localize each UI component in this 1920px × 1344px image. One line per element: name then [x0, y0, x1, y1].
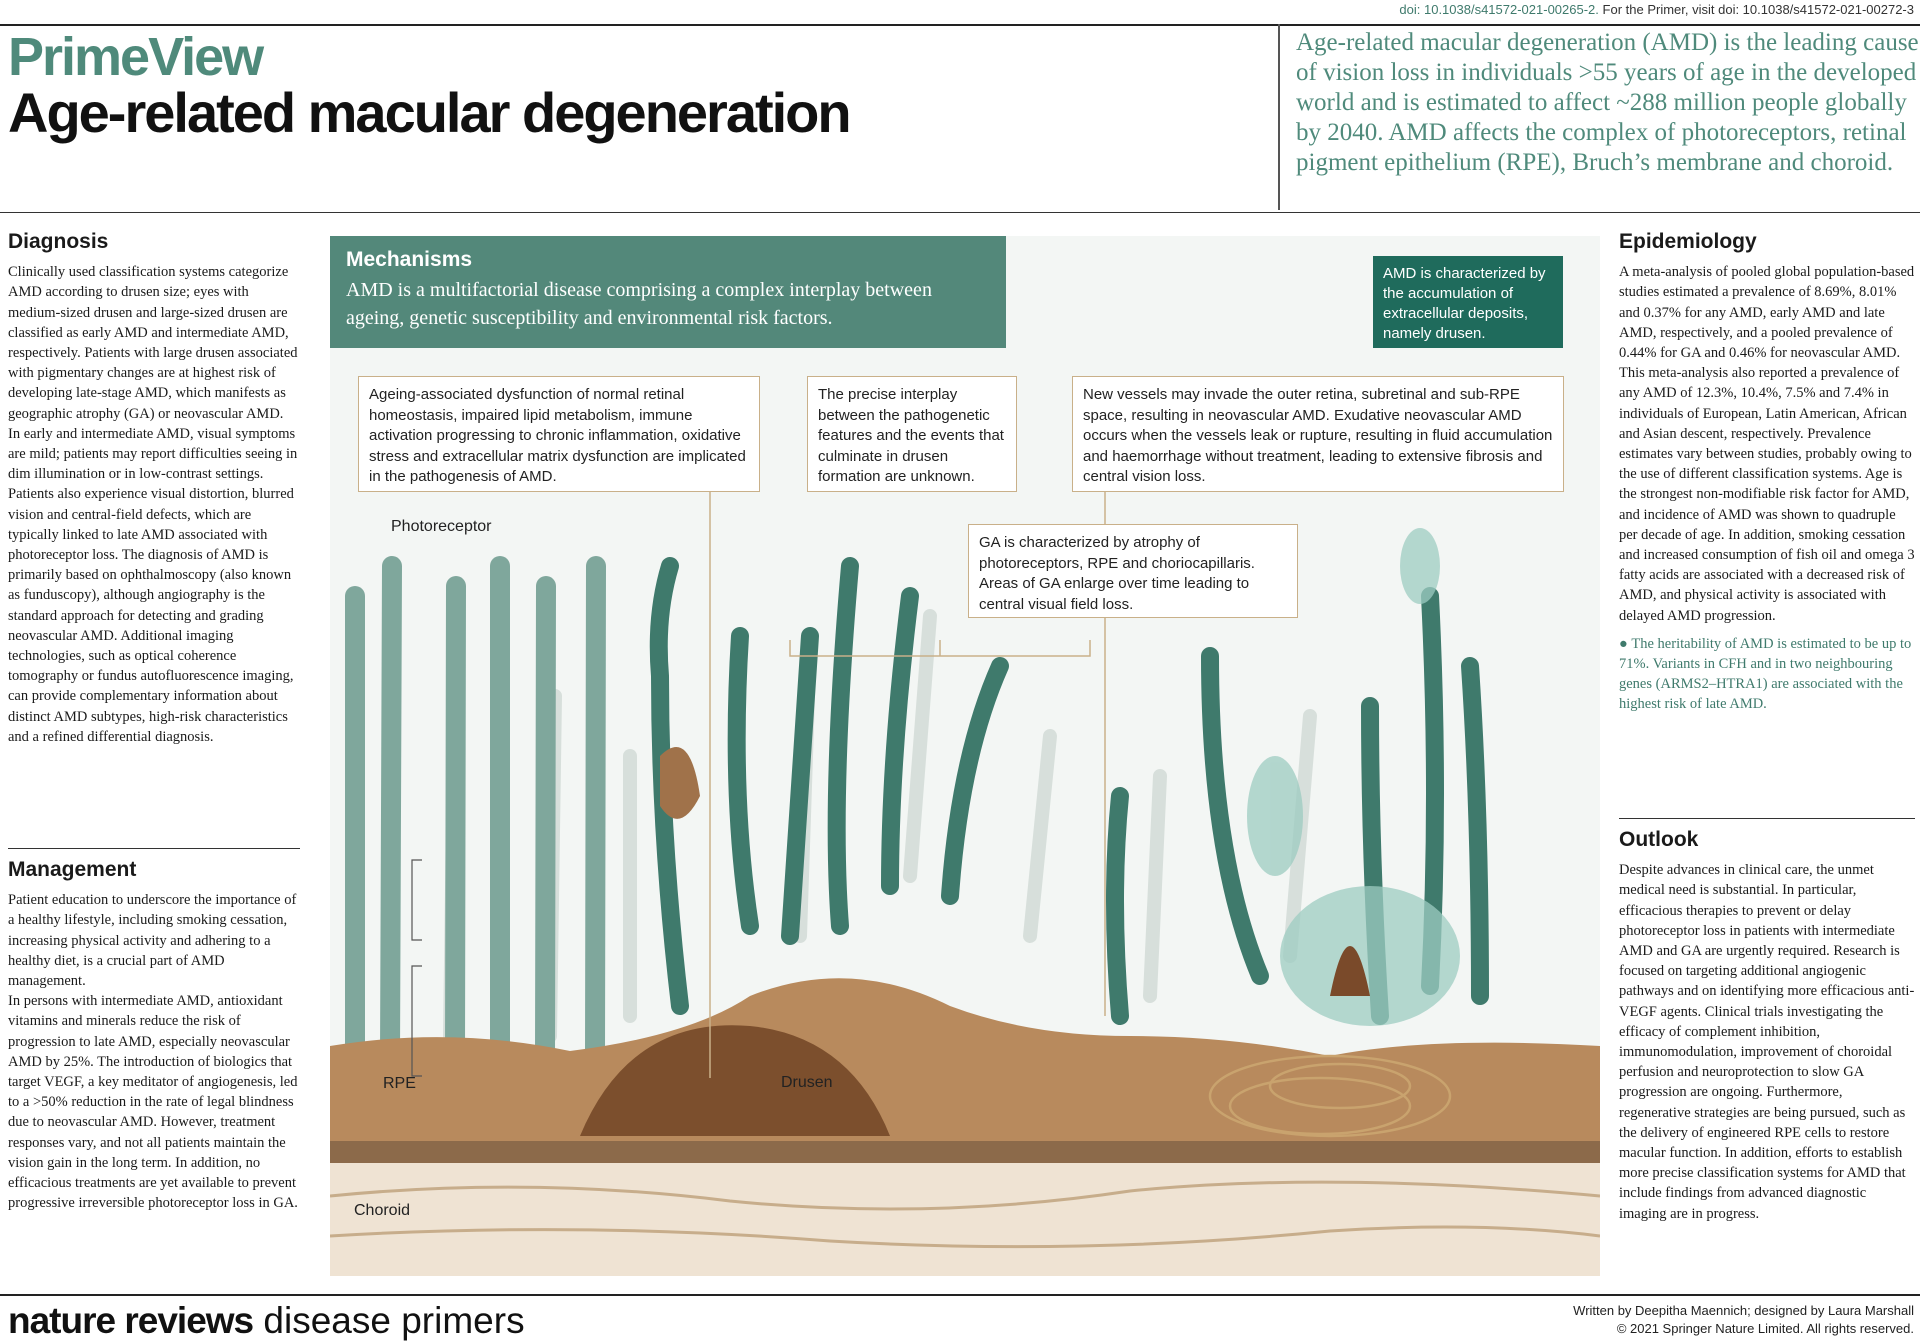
degenerating-cell [1201, 647, 1269, 985]
callout-pathogenesis: Ageing-associated dysfunction of normal … [358, 376, 760, 492]
primer-doi[interactable]: For the Primer, visit doi: 10.1038/s4157… [1602, 2, 1914, 17]
mechanisms-box: Mechanisms AMD is a multifactorial disea… [330, 236, 1006, 348]
drusen-definition-box: AMD is characterized by the accumulation… [1373, 256, 1563, 348]
bullet-dot-icon: ● [1619, 635, 1632, 652]
degenerating-cell [941, 657, 1009, 905]
left-divider [8, 848, 300, 849]
label-drusen: Drusen [781, 1074, 833, 1091]
fibrosis [1228, 1076, 1412, 1136]
fluid-accumulation [1400, 528, 1440, 604]
page-title: Age-related macular degeneration [8, 81, 852, 144]
degenerating-cell [881, 587, 919, 895]
author-credit: Written by Deepitha Maennich; designed b… [1573, 1303, 1914, 1318]
header-rule [0, 212, 1920, 213]
pigment-clump [660, 747, 700, 819]
drusen-deposit [580, 1025, 890, 1136]
degenerating-cell [1461, 657, 1489, 1005]
choroid-vessel [330, 1225, 1600, 1249]
right-divider [1619, 818, 1915, 819]
diagnosis-section: Diagnosis Clinically used classification… [8, 230, 300, 747]
copyright: © 2021 Springer Nature Limited. All righ… [1616, 1321, 1914, 1336]
heritability-text: The heritability of AMD is estimated to … [1619, 635, 1912, 713]
choroid-bracket [411, 965, 422, 1077]
fluid-accumulation [1280, 886, 1460, 1026]
epidemiology-heading: Epidemiology [1619, 230, 1757, 253]
epidemiology-section: Epidemiology A meta-analysis of pooled g… [1619, 230, 1915, 715]
callout-drusen-formation: The precise interplay between the pathog… [807, 376, 1017, 492]
rpe-bracket [411, 859, 422, 941]
intro-text: Age-related macular degeneration (AMD) i… [1296, 29, 1919, 176]
management-heading: Management [8, 858, 137, 881]
label-rpe: RPE [383, 1075, 416, 1092]
intro-block: Age-related macular degeneration (AMD) i… [1278, 24, 1920, 210]
doi-link[interactable]: doi: 10.1038/s41572-021-00265-2. [1399, 2, 1599, 17]
photoreceptor-cell [445, 576, 466, 1066]
doi-line: doi: 10.1038/s41572-021-00265-2. For the… [1399, 2, 1914, 17]
heritability-note: ● The heritability of AMD is estimated t… [1619, 634, 1915, 715]
photoreceptor-cell [535, 576, 556, 1066]
degenerating-cell [781, 627, 819, 945]
photoreceptor-cell [585, 556, 606, 1066]
photoreceptor-cell [380, 556, 402, 1066]
retina-illustration [330, 404, 1600, 1276]
degenerating-cell [1106, 787, 1129, 1025]
management-p1: Patient education to underscore the impo… [8, 892, 297, 990]
journal-logo: nature reviews disease primers [8, 1300, 525, 1342]
bg-cell [1143, 769, 1167, 1003]
outlook-heading: Outlook [1619, 828, 1699, 851]
choroid-layer [330, 1163, 1600, 1276]
diagnosis-p2: In early and intermediate AMD, visual sy… [8, 425, 298, 745]
epidemiology-p1: A meta-analysis of pooled global populat… [1619, 264, 1915, 624]
management-section: Management Patient education to undersco… [8, 858, 300, 1213]
choroid-vessel [330, 1180, 1600, 1211]
fluid-accumulation [1247, 756, 1303, 876]
mechanisms-heading: Mechanisms [346, 248, 473, 271]
haemorrhage-clump [1330, 946, 1370, 996]
diagnosis-p1: Clinically used classification systems c… [8, 264, 298, 422]
journal-name-bold: nature reviews [8, 1300, 254, 1341]
bg-cell [903, 609, 937, 883]
brand-title: PrimeView [8, 27, 264, 87]
credits: Written by Deepitha Maennich; designed b… [1573, 1302, 1914, 1338]
fibrosis [1208, 1054, 1452, 1138]
degenerating-cell [727, 627, 759, 935]
top-rule [0, 24, 1920, 26]
degenerating-cell [827, 557, 859, 935]
label-choroid: Choroid [354, 1202, 411, 1219]
label-photoreceptor: Photoreceptor [391, 518, 492, 535]
outlook-section: Outlook Despite advances in clinical car… [1619, 828, 1915, 1224]
callout-neovascular: New vessels may invade the outer retina,… [1072, 376, 1564, 492]
outlook-p1: Despite advances in clinical care, the u… [1619, 862, 1915, 1222]
bg-cell [1023, 729, 1057, 943]
bruchs-membrane [330, 1141, 1600, 1163]
footer-rule [0, 1294, 1920, 1296]
fibrosis [1268, 1062, 1412, 1110]
management-p2: In persons with intermediate AMD, antiox… [8, 993, 298, 1212]
degenerating-cell [649, 557, 689, 1015]
callout-ga: GA is characterized by atrophy of photor… [968, 524, 1298, 618]
diagnosis-heading: Diagnosis [8, 230, 109, 253]
mechanisms-text: AMD is a multifactorial disease comprisi… [346, 279, 932, 329]
journal-name-light: disease primers [253, 1300, 525, 1341]
